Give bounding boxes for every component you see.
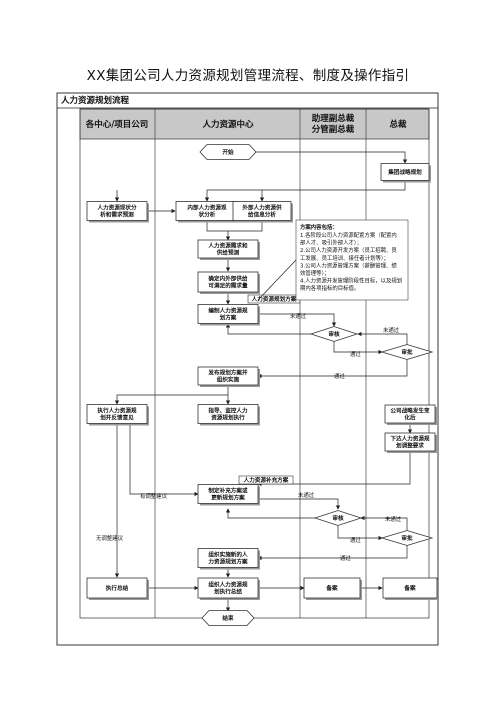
node-text: 人力资源现状分 <box>96 204 137 212</box>
label-passed-1: 通过 <box>350 350 361 358</box>
node-text: 析和需求预测 <box>100 211 134 219</box>
node-text: 执行总结 <box>106 584 129 592</box>
plan-contents-line: 2.公司人力资源开发方案（员工招聘、员 <box>300 246 397 254</box>
plan-contents-line: 3.公司人力资源管理方案（薪酬管理、绩 <box>300 261 397 269</box>
lane-header-centers: 各中心/项目公司 <box>85 119 149 130</box>
label-not-passed-1: 未通过 <box>290 312 307 320</box>
node-group-strategy: 集团战略规划 <box>380 163 431 183</box>
node-start: 开始 <box>199 144 257 160</box>
node-summary: 执行总结 <box>86 577 149 600</box>
node-text: 内部人力资源现 <box>187 204 227 212</box>
node-text: 确定内外部供给 <box>208 275 248 283</box>
node-text: 外部人力资源供 <box>241 204 282 212</box>
node-file1: 备案 <box>303 577 362 600</box>
node-text: 状分析 <box>199 211 216 219</box>
node-text: 审核 <box>328 330 340 338</box>
node-text: 划并反馈意见 <box>100 414 134 422</box>
node-end: 结束 <box>201 610 255 626</box>
plan-contents-note: 方案内容包括： 1.各阶段公司人力资源配置方案（配置内 部人才、吸引外部人才）；… <box>257 219 409 301</box>
label-passed-3: 通过 <box>350 536 361 544</box>
label-no-adjust: 无调整建议 <box>96 534 124 542</box>
node-text: 审核 <box>332 514 344 522</box>
node-supplement-label: 人力资源补充方案 <box>238 475 294 485</box>
node-review1: 审核 <box>309 326 359 342</box>
label-has-adjust: 有调整建议 <box>140 492 168 500</box>
node-text: 备案 <box>325 584 338 592</box>
plan-contents-line: 部人才、吸引外部人才）； <box>300 239 362 247</box>
node-approve2: 审批 <box>380 530 434 546</box>
plan-contents-line: 工发展、员工培训、接任者计划等）； <box>300 254 389 262</box>
node-text: 人力资源补充方案 <box>243 476 289 484</box>
lane-header-vp-2: 分管副总裁 <box>312 124 355 135</box>
connectors <box>114 151 413 612</box>
node-text: 制定补充方案或 <box>208 487 248 495</box>
node-text: 资源规划执行 <box>211 414 245 422</box>
node-text: 力资源规划方案 <box>208 558 248 566</box>
node-text: 执行人力资源规 <box>97 407 137 415</box>
node-text: 结束 <box>222 614 234 622</box>
node-text: 开始 <box>222 148 234 156</box>
node-text: 供给预测 <box>216 249 240 257</box>
node-text: 人力资源规划方案 <box>251 295 297 303</box>
node-text: 可满足的需求量 <box>208 282 248 290</box>
label-not-passed-3: 未通过 <box>298 491 315 499</box>
node-text: 组织实施 <box>217 376 240 384</box>
plan-contents-title: 方案内容包括： <box>300 223 338 231</box>
node-text: 发布规划方案并 <box>207 369 248 377</box>
node-plan-label: 人力资源规划方案 <box>247 294 301 304</box>
node-text: 编制人力资源规 <box>208 307 248 315</box>
lane-header-president: 总裁 <box>389 119 407 130</box>
flow-nodes: 开始集团战略规划人力资源现状分析和需求预测内部人力资源现状分析外部人力资源供给信… <box>86 144 439 626</box>
lane-header-hr: 人力资源中心 <box>202 119 254 130</box>
section-title: 人力资源规划流程 <box>61 95 130 106</box>
plan-contents-line: 期内各项指标的目标值。 <box>300 284 359 292</box>
node-review2: 审核 <box>313 510 363 526</box>
node-text: 备案 <box>403 584 416 592</box>
node-text: 划方案 <box>220 314 237 322</box>
node-text: 公司战略发生变 <box>390 407 430 415</box>
label-passed-4: 通过 <box>340 554 351 562</box>
node-text: 更新规划方案 <box>211 494 245 502</box>
node-text: 人力资源需求和 <box>207 242 248 250</box>
label-not-passed-2: 未通过 <box>383 326 400 334</box>
node-text: 划执行总结 <box>214 588 242 596</box>
label-not-passed-4: 未通过 <box>385 515 402 523</box>
node-text: 审批 <box>401 534 413 542</box>
node-text: 下达人力资源规 <box>390 435 430 443</box>
lane-header-vp: 助理副总裁 <box>312 113 355 124</box>
node-text: 给信息分析 <box>248 211 276 219</box>
plan-contents-line: 4.人力资源开发管理阶段性目标，以及规划 <box>300 277 402 285</box>
plan-contents-line: 效管理等）； <box>300 269 330 277</box>
node-text: 审批 <box>401 348 413 356</box>
page-title: XX集团公司人力资源规划管理流程、制度及操作指引 <box>86 68 410 84</box>
node-text: 组织实施新的人 <box>208 551 248 559</box>
label-passed-2: 通过 <box>334 372 345 380</box>
node-text: 组织人力资源规 <box>208 581 248 589</box>
node-text: 指导、监控人力 <box>208 407 248 415</box>
node-text: 划调整要求 <box>396 442 424 450</box>
plan-contents-line: 1.各阶段公司人力资源配置方案（配置内 <box>300 231 397 239</box>
node-text: 集团战略规划 <box>387 168 422 176</box>
node-file2: 备案 <box>382 577 439 600</box>
node-approve1: 审批 <box>380 344 434 360</box>
node-text: 化后 <box>404 414 416 422</box>
